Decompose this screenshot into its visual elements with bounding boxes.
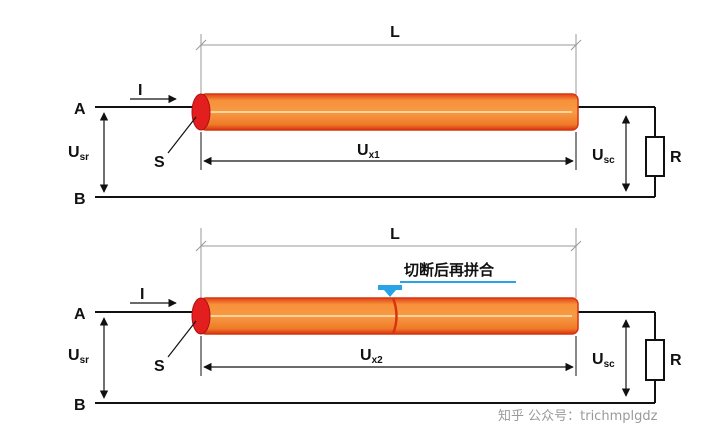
cross-section-leader: [167, 116, 197, 154]
resistor-label: R: [670, 352, 682, 369]
diagram-bottom: L 切断后再拼合 R A B I Usr S: [68, 226, 682, 414]
output-voltage-label: Usc: [592, 147, 615, 166]
annotation-label: 切断后再拼合: [404, 261, 495, 279]
current-label: I: [138, 82, 142, 99]
conductor-end-cap: [191, 297, 211, 335]
cross-section-label: S: [154, 358, 165, 375]
cross-section-label: S: [154, 154, 165, 171]
diagram-top: L R A B I Usr S Ux1: [68, 24, 682, 208]
length-label: L: [390, 24, 400, 41]
cross-section-leader: [167, 320, 197, 358]
output-voltage-label: Usc: [592, 351, 615, 370]
resistor-label: R: [670, 149, 682, 166]
terminal-a-label: A: [74, 101, 86, 118]
splice-joint: [391, 297, 398, 335]
input-voltage-label: Usr: [68, 144, 89, 163]
annotation-arrow-icon: [378, 285, 402, 297]
length-label: L: [390, 226, 400, 243]
input-voltage-label: Usr: [68, 347, 89, 366]
watermark: 知乎 公众号：trichmplgdz: [498, 408, 658, 424]
terminal-b-label: B: [74, 191, 86, 208]
conductor-voltage-label: Ux2: [360, 347, 383, 366]
conductor-voltage-label: Ux1: [357, 142, 380, 161]
resistor: [645, 339, 665, 381]
resistor: [645, 136, 665, 177]
current-label: I: [140, 286, 144, 303]
terminal-a-label: A: [74, 306, 86, 323]
terminal-b-label: B: [74, 397, 86, 414]
conductor-end-cap: [191, 93, 211, 131]
